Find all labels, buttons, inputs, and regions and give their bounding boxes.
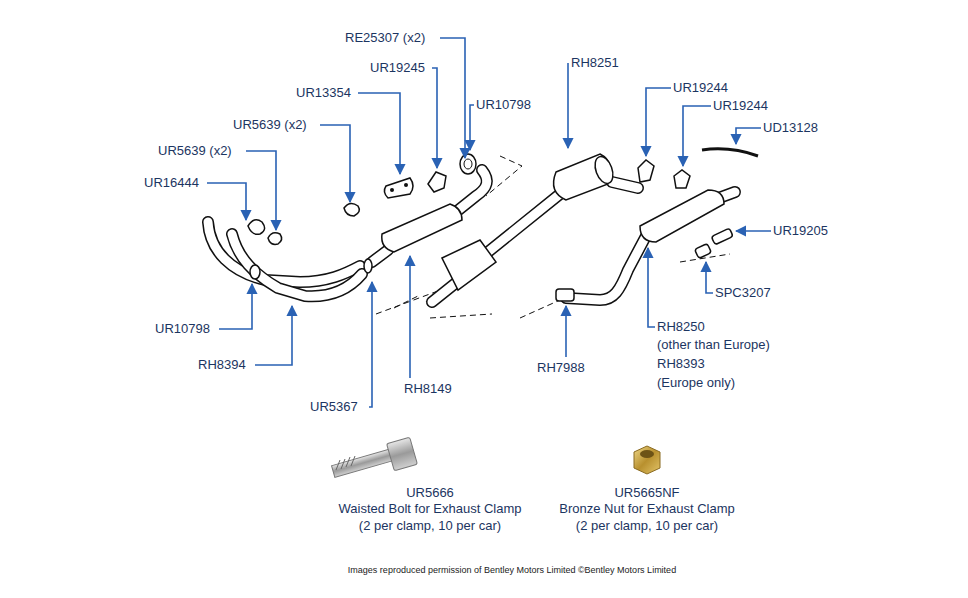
- silencers-part: [442, 240, 496, 290]
- part-number: SPC3207: [715, 285, 771, 301]
- part-number: RH8394: [198, 357, 246, 373]
- leader-arrows-part: [440, 38, 465, 158]
- part-number: UR16444: [144, 175, 199, 191]
- clamps-and-flanges-part: [428, 172, 446, 192]
- leader-arrows-part: [219, 284, 252, 329]
- leader-arrows-part: [646, 88, 671, 156]
- part-number: UR10798: [155, 321, 210, 337]
- leader-arrows-part: [358, 93, 400, 174]
- exhaust-pipes-part: [612, 182, 638, 188]
- leader-arrows: [207, 38, 771, 407]
- part-number: UR19205: [773, 223, 828, 239]
- part-number: UR10798: [476, 97, 531, 113]
- part-number: RH8149: [404, 381, 452, 397]
- part-note: (2 per clamp, 10 per car): [576, 518, 718, 534]
- part-number: UR5665NF: [614, 485, 679, 501]
- silencers-part: [592, 154, 617, 186]
- clamps-and-flanges-part: [248, 220, 265, 235]
- part-number: UR5666: [406, 485, 454, 501]
- part-number: UR5639 (x2): [158, 143, 232, 159]
- part-number: UR19244: [713, 98, 768, 114]
- clamps-and-flanges-part: [268, 233, 282, 245]
- clamps-and-flanges-part: [464, 159, 472, 169]
- silencers-part: [695, 244, 712, 259]
- bolt-picture-part: [336, 456, 355, 470]
- part-note: (2 per clamp, 10 per car): [359, 518, 501, 534]
- part-number: RH7988: [537, 360, 585, 376]
- silencers-part: [640, 190, 724, 242]
- silencers-part: [382, 204, 462, 252]
- leader-arrows-part: [470, 105, 474, 150]
- leader-arrows-part: [320, 125, 350, 202]
- leader-arrows-part: [736, 230, 771, 232]
- part-number: RH8393: [657, 356, 705, 372]
- clamps-and-flanges-part: [674, 170, 690, 188]
- leader-arrows-part: [736, 128, 761, 144]
- clamps-and-flanges-part: [344, 203, 359, 216]
- guide-lines-part: [430, 314, 492, 318]
- silencers: [382, 154, 733, 301]
- part-description: Bronze Nut for Exhaust Clamp: [559, 501, 735, 517]
- clamps-and-flanges-part: [390, 188, 394, 192]
- clamps-and-flanges-part: [702, 149, 758, 156]
- bolt-picture: [332, 437, 418, 477]
- guide-lines-part: [520, 300, 560, 318]
- guide-lines-part: [394, 296, 418, 308]
- bolt-picture-part: [332, 449, 395, 478]
- clamps-and-flanges-part: [250, 265, 260, 279]
- clamps-and-flanges-part: [364, 259, 372, 273]
- exhaust-pipes-part: [372, 250, 388, 262]
- copyright-note: Images reproduced permission of Bentley …: [348, 565, 676, 576]
- exhaust-pipes-part: [372, 250, 388, 262]
- exhaust-pipes-part: [488, 194, 560, 252]
- part-number: UR19245: [370, 60, 425, 76]
- part-number: UR13354: [296, 85, 351, 101]
- leader-arrows-part: [567, 63, 569, 148]
- part-number: RE25307 (x2): [345, 30, 425, 46]
- leader-arrows-part: [706, 262, 713, 293]
- part-number: UR5639 (x2): [233, 117, 307, 133]
- clamps-and-flanges-part: [460, 154, 476, 174]
- leader-arrows-part: [255, 306, 292, 365]
- bolt-picture-part: [387, 437, 418, 471]
- exhaust-pipes-part: [488, 194, 560, 252]
- leader-arrows-part: [683, 106, 711, 166]
- part-number: RH8251: [571, 55, 619, 71]
- exhaust-pipes-part: [456, 170, 487, 212]
- exhaust-pipes-part: [612, 182, 638, 188]
- leader-arrows-part: [432, 68, 437, 168]
- leader-arrows-part: [207, 183, 246, 220]
- leader-arrows-part: [246, 151, 276, 230]
- nut-picture-part: [640, 450, 654, 458]
- part-number: UD13128: [763, 120, 818, 136]
- exhaust-pipes-part: [566, 236, 646, 300]
- nut-picture: [634, 446, 660, 474]
- clamps-and-flanges-part: [384, 178, 413, 198]
- leader-arrows-part: [369, 282, 372, 407]
- part-note: (Europe only): [657, 375, 735, 391]
- clamps-and-flanges-part: [638, 160, 654, 182]
- silencers-part: [556, 289, 574, 301]
- part-note: (other than Europe): [657, 337, 770, 353]
- part-number: UR5367: [310, 399, 358, 415]
- clamps-and-flanges-part: [404, 183, 408, 187]
- part-number: UR19244: [673, 80, 728, 96]
- leader-arrows-part: [409, 256, 411, 378]
- exhaust-pipes-part: [566, 236, 646, 300]
- exhaust-pipes-part: [456, 170, 487, 212]
- silencers-part: [711, 228, 733, 245]
- leader-arrows-part: [648, 248, 655, 327]
- part-number: RH8250: [657, 319, 705, 335]
- part-description: Waisted Bolt for Exhaust Clamp: [338, 501, 521, 517]
- nut-picture-part: [634, 446, 660, 474]
- leader-arrows-part: [565, 306, 567, 357]
- clamps-and-flanges: [248, 149, 758, 279]
- exhaust-pipes: [208, 170, 735, 302]
